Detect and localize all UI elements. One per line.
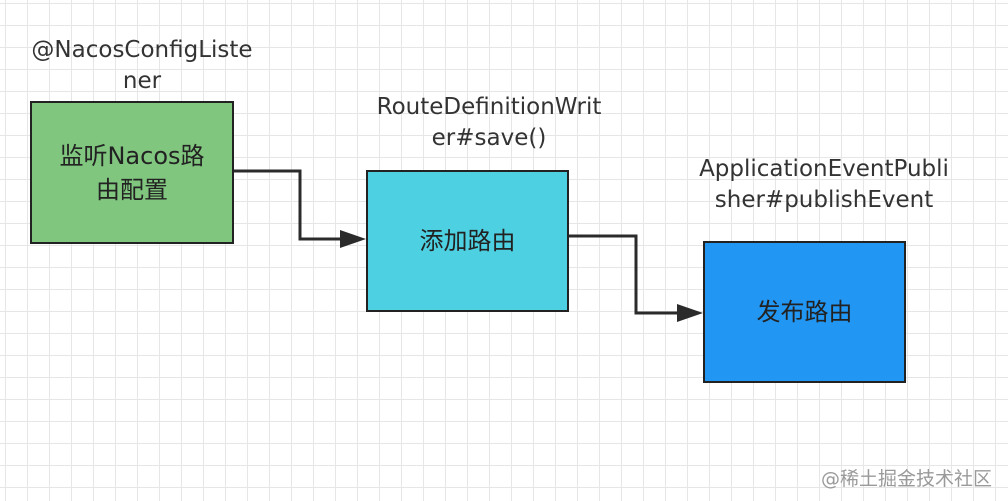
edge-listen-to-add (234, 169, 354, 241)
node-1-caption-line-2: ner (122, 68, 162, 94)
node-3-caption-line-1: ApplicationEventPubli (699, 156, 949, 182)
watermark: @稀土掘金技术社区 (820, 468, 992, 490)
node-1-label: 监听Nacos路 由配置 (59, 139, 204, 207)
node-listen-nacos-config[interactable]: 监听Nacos路 由配置 (30, 101, 234, 244)
node-add-route[interactable]: 添加路由 (366, 170, 569, 312)
node-1-caption-line-1: @NacosConfigListe (31, 37, 253, 63)
arrowhead-2 (677, 304, 703, 322)
node-2-caption-line-1: RouteDefinitionWrit (376, 94, 602, 120)
node-1-caption: @NacosConfigListe ner (10, 35, 274, 97)
node-3-label-line-1: 发布路由 (756, 298, 853, 326)
arrowhead-1 (340, 230, 366, 248)
edge-add-to-publish (569, 234, 690, 315)
node-3-caption-line-2: sher#publishEvent (714, 187, 934, 213)
node-2-caption: RouteDefinitionWrit er#save() (355, 92, 623, 154)
node-1-label-line-1: 监听Nacos路 (59, 141, 205, 170)
node-publish-route[interactable]: 发布路由 (703, 241, 906, 383)
node-2-label: 添加路由 (420, 224, 516, 258)
node-2-label-line-1: 添加路由 (419, 227, 516, 255)
node-1-label-line-2: 由配置 (95, 175, 168, 204)
node-3-caption: ApplicationEventPubli sher#publishEvent (690, 154, 958, 216)
node-2-caption-line-2: er#save() (431, 125, 547, 151)
node-3-label: 发布路由 (757, 295, 853, 329)
